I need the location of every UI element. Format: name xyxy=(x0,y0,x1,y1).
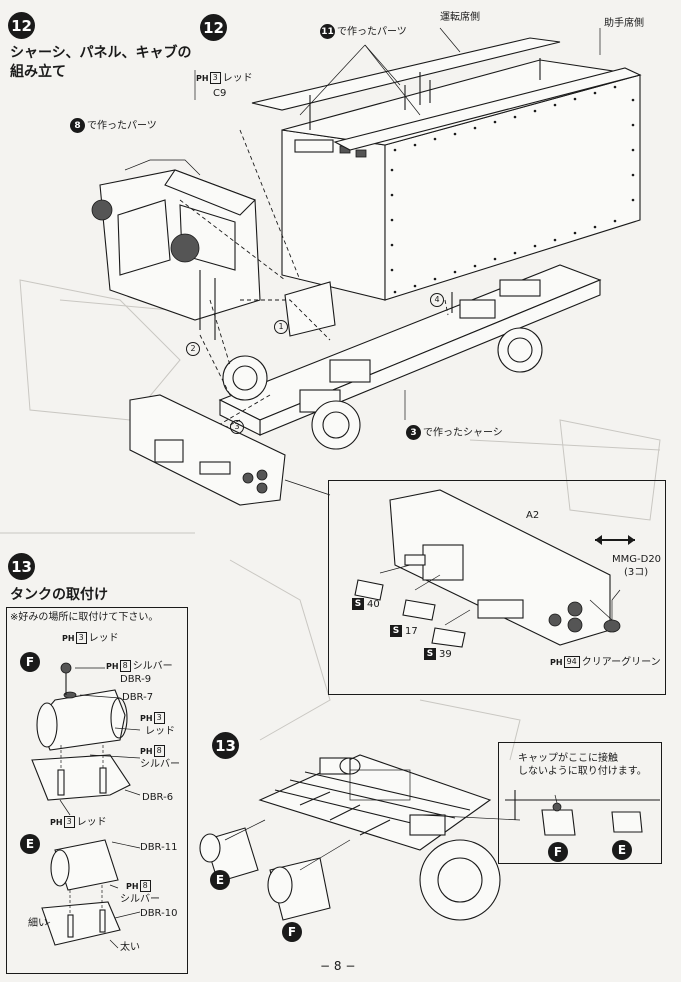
paint-name: レッド xyxy=(222,73,253,84)
tank-f-red-text-2: レッド xyxy=(145,726,175,737)
paint-number: 8 xyxy=(119,660,131,672)
paint-prefix: PH xyxy=(50,818,63,827)
cap-note-box xyxy=(498,742,662,864)
label-from-step-8-text: で作ったパーツ xyxy=(87,120,157,132)
step-12-title: シャーシ、パネル、キャブの 組み立て xyxy=(10,45,192,80)
paint-number: 8 xyxy=(139,880,151,892)
step-ref-8-badge: 8 xyxy=(70,118,85,133)
tank-e-thin-label: 細い xyxy=(28,918,48,929)
tank-e-badge-main: E xyxy=(210,870,230,890)
paint-name: レッド xyxy=(76,817,107,828)
step13-inset-drawing xyxy=(505,790,660,836)
label-mmg-count: (3コ) xyxy=(624,567,649,578)
tank-e-dbr11: DBR-11 xyxy=(140,842,178,853)
step-13-badge-right: 13 xyxy=(212,732,239,759)
paint-number: 8 xyxy=(153,745,165,757)
cab-drawing xyxy=(91,159,336,340)
label-from-step-11-text: で作ったパーツ xyxy=(337,26,407,38)
inset-f-badge: F xyxy=(548,842,568,862)
step-12-badge-right: 12 xyxy=(200,14,227,41)
label-from-step-3-text: で作ったシャーシ xyxy=(423,427,503,439)
step-12-badge-left: 12 xyxy=(8,12,35,39)
label-driver-side: 運転席側 xyxy=(440,12,480,23)
tank-box-drawing xyxy=(31,662,141,949)
label-part-c9: C9 xyxy=(213,88,227,99)
tank-f-badge-main: F xyxy=(282,922,302,942)
tank-f-dbr7: DBR-7 xyxy=(122,692,154,703)
paint-number: 3 xyxy=(75,632,87,644)
page-number: − 8 − xyxy=(320,959,356,973)
label-passenger-side: 助手席側 xyxy=(604,18,644,29)
tank-f-silver-text-2: シルバー xyxy=(140,759,180,770)
paint-prefix: PH xyxy=(106,662,119,671)
paint-name: クリアーグリーン xyxy=(581,657,661,668)
paint-number: 3 xyxy=(209,72,221,84)
sticker-prefix: S xyxy=(424,648,436,660)
label-mmg-d20: MMG-D20 xyxy=(612,554,662,565)
paint-name: シルバー xyxy=(132,661,173,672)
inset-e-badge: E xyxy=(612,840,632,860)
paint-prefix: PH xyxy=(140,714,153,723)
step-ref-3-badge: 3 xyxy=(406,425,421,440)
paint-prefix: PH xyxy=(126,882,139,891)
sticker-prefix: S xyxy=(390,625,402,637)
cap-note-text: キャップがここに接触 しないように取り付けます。 xyxy=(518,753,647,777)
background-ghost-lines xyxy=(19,279,661,761)
sticker-prefix: S xyxy=(352,598,364,610)
marker-4: 4 xyxy=(430,293,444,307)
paint-number: 3 xyxy=(153,712,165,724)
tank-placement-note: ※好みの場所に取付けて下さい。 xyxy=(10,612,159,623)
marker-3: 3 xyxy=(230,420,244,434)
paint-name: レッド xyxy=(88,633,119,644)
label-a2: A2 xyxy=(526,510,540,521)
sticker-number: 17 xyxy=(405,626,418,637)
bumper-detail-drawing xyxy=(354,489,635,648)
step-ref-11-badge: 11 xyxy=(320,24,335,39)
paint-prefix: PH xyxy=(62,634,75,643)
roof-rails-drawing xyxy=(251,27,642,151)
tank-e-thick-label: 太い xyxy=(120,942,140,953)
tank-e-badge: E xyxy=(20,834,40,854)
tank-f-dbr9: DBR-9 xyxy=(120,674,152,685)
sticker-number: 39 xyxy=(439,649,452,660)
paint-prefix: PH xyxy=(550,658,563,667)
step-13-badge-left: 13 xyxy=(8,553,35,580)
paint-prefix: PH xyxy=(140,747,153,756)
tank-e-silver-text: シルバー xyxy=(120,894,160,905)
marker-2: 2 xyxy=(186,342,200,356)
step-13-title: タンクの取付け xyxy=(10,587,108,603)
cargo-box-drawing xyxy=(281,59,641,301)
paint-prefix: PH xyxy=(196,74,209,83)
tank-f-dbr6: DBR-6 xyxy=(142,792,174,803)
paint-number: 3 xyxy=(63,816,75,828)
chassis-drawing xyxy=(218,264,602,450)
marker-1: 1 xyxy=(274,320,288,334)
bumper-drawing xyxy=(129,394,286,506)
paint-number: 94 xyxy=(563,656,580,668)
tank-e-dbr10: DBR-10 xyxy=(140,908,178,919)
tank-f-badge: F xyxy=(20,652,40,672)
step13-chassis-drawing xyxy=(199,754,501,921)
sticker-number: 40 xyxy=(367,599,380,610)
tank-options-box xyxy=(6,607,188,974)
bumper-detail-box xyxy=(328,480,666,695)
